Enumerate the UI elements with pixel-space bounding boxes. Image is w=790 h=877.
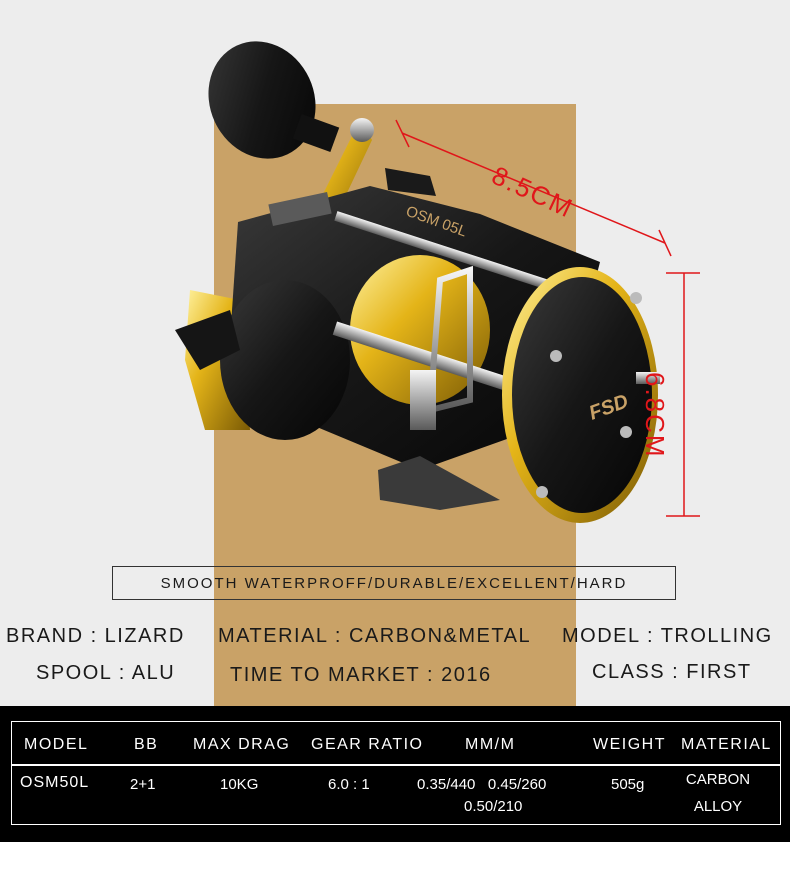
plate-screw-4 bbox=[536, 486, 548, 498]
height-dimension-line bbox=[666, 272, 700, 517]
header-model: MODEL bbox=[24, 736, 89, 753]
spec-class: CLASS : FIRST bbox=[592, 661, 752, 683]
spec-model: MODEL : TROLLING bbox=[562, 625, 773, 647]
height-label: 6.8CM bbox=[640, 372, 670, 459]
fishing-reel-image: OSM 05L FSD bbox=[175, 41, 700, 523]
lever bbox=[385, 168, 436, 196]
line-guide-rod-bottom bbox=[332, 321, 528, 397]
header-gear-ratio: GEAR RATIO bbox=[311, 736, 424, 753]
cell-max-drag: 10KG bbox=[220, 776, 259, 793]
header-weight: WEIGHT bbox=[593, 736, 666, 753]
handle-knob bbox=[208, 41, 316, 159]
plate-screw-3 bbox=[620, 426, 632, 438]
header-max-drag: MAX DRAG bbox=[193, 736, 291, 753]
table-divider bbox=[11, 764, 781, 766]
left-paddle bbox=[175, 310, 240, 370]
slogan-text: SMOOTH WATERPROFF/DURABLE/EXCELLENT/HARD bbox=[160, 574, 628, 592]
cell-material-line1: CARBON bbox=[685, 771, 751, 788]
header-mmm: MM/M bbox=[465, 736, 516, 753]
slogan-box: SMOOTH WATERPROFF/DURABLE/EXCELLENT/HARD bbox=[112, 566, 676, 600]
handle-screw bbox=[350, 118, 374, 142]
spec-table-background bbox=[0, 706, 790, 842]
handle-stem bbox=[292, 113, 340, 153]
spec-time-to-market: TIME TO MARKET : 2016 bbox=[230, 664, 492, 686]
right-side-plate bbox=[512, 277, 652, 513]
side-pin bbox=[636, 372, 660, 384]
width-dimension-line bbox=[395, 119, 672, 257]
spec-spool: SPOOL : ALU bbox=[36, 662, 176, 684]
cell-material-line2: ALLOY bbox=[693, 798, 743, 815]
cell-mmm-line2: 0.50/210 bbox=[464, 798, 523, 815]
cell-gear-ratio: 6.0 : 1 bbox=[328, 776, 370, 793]
line-guide bbox=[426, 265, 473, 414]
reel-foot bbox=[378, 456, 500, 510]
line-counter bbox=[268, 192, 332, 226]
plate-screw-1 bbox=[630, 292, 642, 304]
cell-bb: 2+1 bbox=[130, 776, 156, 793]
spec-brand: BRAND : LIZARD bbox=[6, 625, 185, 647]
header-bb: BB bbox=[134, 736, 159, 753]
plate-screw-2 bbox=[550, 350, 562, 362]
cell-model: OSM50L bbox=[20, 774, 90, 791]
cell-weight: 505g bbox=[611, 776, 645, 793]
left-side-plate bbox=[220, 280, 350, 440]
line-guide-rod-top bbox=[334, 211, 566, 295]
cell-mmm-line1: 0.35/440 0.45/260 bbox=[417, 776, 547, 793]
spec-material: MATERIAL : CARBON&METAL bbox=[218, 625, 532, 647]
header-material: MATERIAL bbox=[681, 736, 772, 753]
spec-table bbox=[11, 721, 781, 825]
line-guide-post bbox=[410, 370, 436, 430]
